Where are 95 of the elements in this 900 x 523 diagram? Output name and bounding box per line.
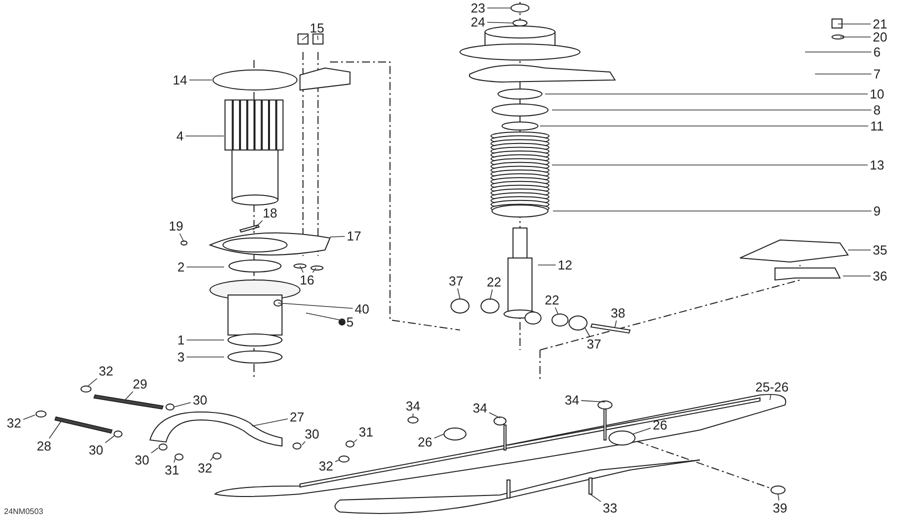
leader-line (538, 264, 556, 266)
callout-number: 28 (36, 440, 52, 452)
callout-number: 29 (132, 378, 148, 390)
callout-number: 38 (610, 306, 626, 320)
leader-line (486, 22, 514, 24)
callout-number: 31 (358, 426, 374, 438)
callout-number: 22 (486, 276, 502, 288)
leader-line (174, 402, 192, 408)
callout-number: 27 (288, 410, 306, 424)
leader-line (302, 35, 308, 40)
callout-number: 37 (586, 338, 602, 350)
leader-line (584, 328, 590, 337)
callout-number: 22 (544, 294, 560, 306)
callout-number: 18 (262, 206, 278, 220)
callout-number: 26 (652, 418, 668, 432)
callout-number: 34 (404, 400, 422, 412)
callout-number: 30 (88, 444, 104, 456)
callout-number: 31 (164, 464, 180, 476)
callout-number: 30 (304, 428, 320, 440)
callout-number: 20 (872, 30, 888, 44)
leader-line (317, 35, 318, 40)
leader-line (278, 302, 354, 309)
leader-line (580, 400, 606, 402)
leader-line (488, 412, 500, 418)
callout-number: 24 (470, 16, 486, 28)
leader-line (632, 428, 652, 434)
callout-number: 32 (196, 462, 214, 474)
callout-number: 32 (318, 460, 334, 472)
callout-number: 30 (192, 394, 208, 406)
leader-line (150, 448, 158, 454)
callout-number: 2 (176, 260, 186, 274)
leader-line (104, 436, 114, 444)
leader-line (457, 288, 460, 300)
leader-line (252, 220, 263, 230)
callout-number: 36 (872, 270, 888, 282)
callout-number: 5 (345, 316, 355, 328)
callout-number: 37 (448, 274, 464, 288)
callout-number: 39 (772, 502, 788, 514)
leader-line (778, 494, 780, 501)
callout-number: 23 (470, 2, 486, 14)
callout-number: 32 (6, 416, 22, 430)
leader-line (434, 434, 444, 438)
callout-number: 25-26 (754, 380, 790, 394)
leader-line (840, 36, 872, 38)
leader-line (186, 356, 224, 358)
leader-line (330, 236, 346, 238)
leader-line (354, 439, 358, 442)
leader-line (210, 456, 214, 461)
leader-line (770, 394, 772, 400)
leader-line (124, 391, 134, 400)
callout-number: 8 (872, 104, 882, 116)
callout-number: 34 (564, 394, 580, 406)
callout-number: 10 (868, 88, 886, 100)
callout-number: 16 (298, 274, 316, 286)
leader-line (334, 460, 340, 462)
callout-number: 33 (602, 502, 618, 514)
callout-number: 40 (354, 302, 370, 316)
leader-line (590, 494, 602, 502)
leader-line (186, 266, 224, 268)
leader-line (490, 289, 493, 300)
leader-line (300, 266, 304, 273)
callout-number: 14 (172, 74, 188, 86)
callout-number: 19 (168, 220, 184, 232)
callout-number: 1 (176, 334, 186, 346)
leader-line (412, 413, 414, 418)
leader-line (252, 418, 288, 426)
callout-number: 32 (98, 364, 114, 378)
callout-number: 34 (472, 402, 488, 414)
callout-number: 26 (416, 436, 434, 448)
leader-line (306, 312, 345, 322)
callout-number: 6 (872, 46, 882, 58)
callout-number: 17 (346, 230, 362, 242)
leader-line (22, 414, 36, 420)
leader-line (302, 441, 306, 446)
leader-line (48, 420, 62, 439)
callout-number: 4 (175, 130, 185, 142)
callout-number: 35 (872, 244, 888, 256)
callout-number: 30 (134, 454, 150, 466)
leader-line (179, 233, 184, 242)
leader-line (312, 268, 316, 273)
leader-line (614, 320, 617, 328)
callout-number: 21 (872, 18, 888, 30)
leader-line (552, 210, 872, 212)
leader-line (552, 164, 868, 166)
callout-number: 15 (308, 22, 326, 34)
leader-line (554, 307, 558, 314)
leader-line (88, 378, 98, 386)
callout-number: 3 (176, 350, 186, 364)
callout-number: 13 (868, 158, 886, 172)
leader-line (174, 458, 176, 463)
callout-number: 9 (872, 204, 882, 218)
callout-number: 7 (872, 68, 882, 80)
callout-number: 11 (869, 120, 885, 132)
callout-number: 12 (556, 258, 574, 272)
drawing-number: 24NM0503 (4, 507, 44, 516)
